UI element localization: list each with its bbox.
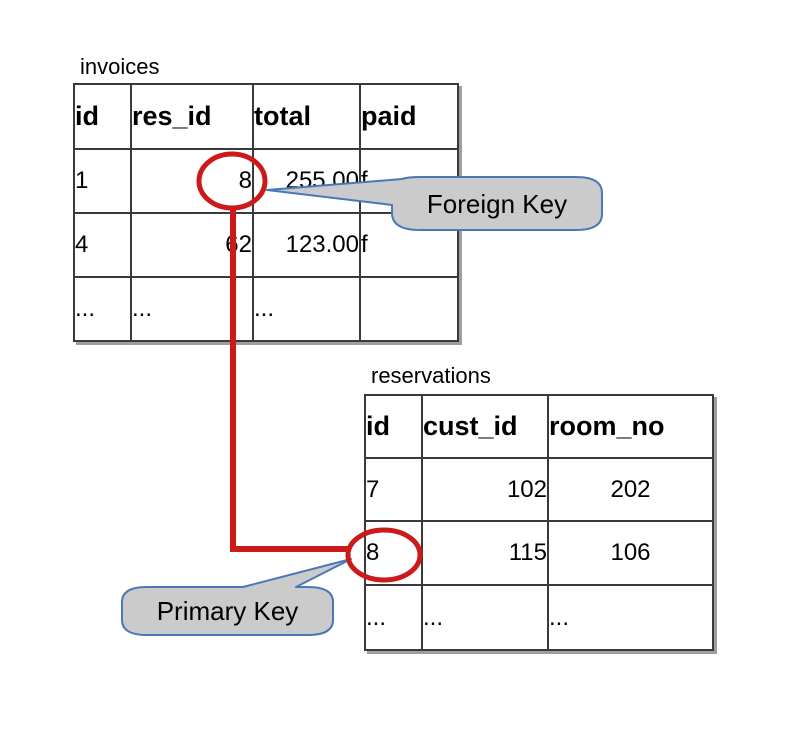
fk-value-cell: 8 bbox=[130, 148, 254, 214]
table-cell: 62 bbox=[130, 212, 254, 278]
reservations-table: id cust_id room_no 7 102 202 8 115 106 .… bbox=[364, 394, 714, 651]
table-cell: 255.00 bbox=[252, 148, 361, 214]
invoices-header-row: id res_id total paid bbox=[73, 83, 459, 150]
table-cell: f bbox=[359, 212, 459, 278]
table-cell: 4 bbox=[73, 212, 132, 278]
column-header: cust_id bbox=[421, 394, 549, 459]
table-title-reservations: reservations bbox=[371, 363, 491, 388]
table-cell: ... bbox=[73, 276, 132, 342]
table-row: 8 115 106 bbox=[364, 520, 714, 586]
table-cell: 123.00 bbox=[252, 212, 361, 278]
table-cell: f bbox=[359, 148, 459, 214]
column-header: id bbox=[73, 83, 132, 150]
table-row: 1 8 255.00 f bbox=[73, 148, 459, 214]
table-cell: ... bbox=[364, 584, 423, 651]
table-row: 7 102 202 bbox=[364, 457, 714, 522]
table-cell: 106 bbox=[547, 520, 714, 586]
table-cell: 7 bbox=[364, 457, 423, 522]
table-cell: 115 bbox=[421, 520, 549, 586]
column-header: res_id bbox=[130, 83, 254, 150]
table-cell: ... bbox=[421, 584, 549, 651]
column-header: paid bbox=[359, 83, 459, 150]
table-cell: ... bbox=[547, 584, 714, 651]
table-cell: ... bbox=[252, 276, 361, 342]
table-row: 4 62 123.00 f bbox=[73, 212, 459, 278]
column-header: total bbox=[252, 83, 361, 150]
column-header: id bbox=[364, 394, 423, 459]
table-cell: 202 bbox=[547, 457, 714, 522]
table-title-invoices: invoices bbox=[80, 54, 160, 79]
table-cell: 102 bbox=[421, 457, 549, 522]
table-row: ... ... ... bbox=[364, 584, 714, 651]
table-cell bbox=[359, 276, 459, 342]
primary-key-callout-label: Primary Key bbox=[156, 596, 299, 626]
table-cell: ... bbox=[130, 276, 254, 342]
column-header: room_no bbox=[547, 394, 714, 459]
primary-key-callout-bubble bbox=[121, 558, 352, 636]
pk-value-cell: 8 bbox=[364, 520, 423, 586]
reservations-header-row: id cust_id room_no bbox=[364, 394, 714, 459]
table-row: ... ... ... bbox=[73, 276, 459, 342]
invoices-table: id res_id total paid 1 8 255.00 f 4 62 1… bbox=[73, 83, 459, 342]
table-cell: 1 bbox=[73, 148, 132, 214]
